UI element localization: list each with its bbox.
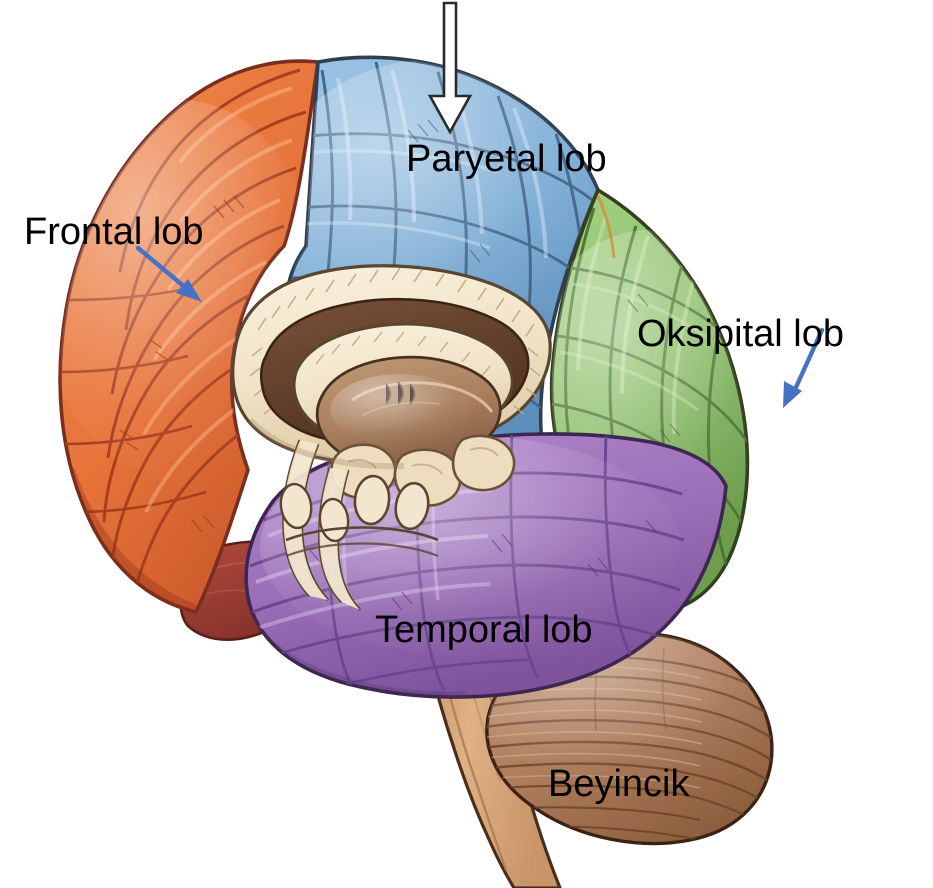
label-cerebellum: Beyincik	[548, 763, 690, 805]
label-frontal-lobe: Frontal lob	[24, 211, 204, 253]
occipital-arrow	[783, 327, 825, 408]
frontal-arrow	[135, 245, 202, 302]
label-temporal-lobe: Temporal lob	[375, 609, 593, 651]
label-parietal-lobe: Paryetal lob	[406, 138, 607, 180]
parietal-arrow	[427, 1, 473, 135]
medial-structures	[231, 264, 552, 612]
label-occipital-lobe: Oksipital lob	[637, 313, 844, 355]
